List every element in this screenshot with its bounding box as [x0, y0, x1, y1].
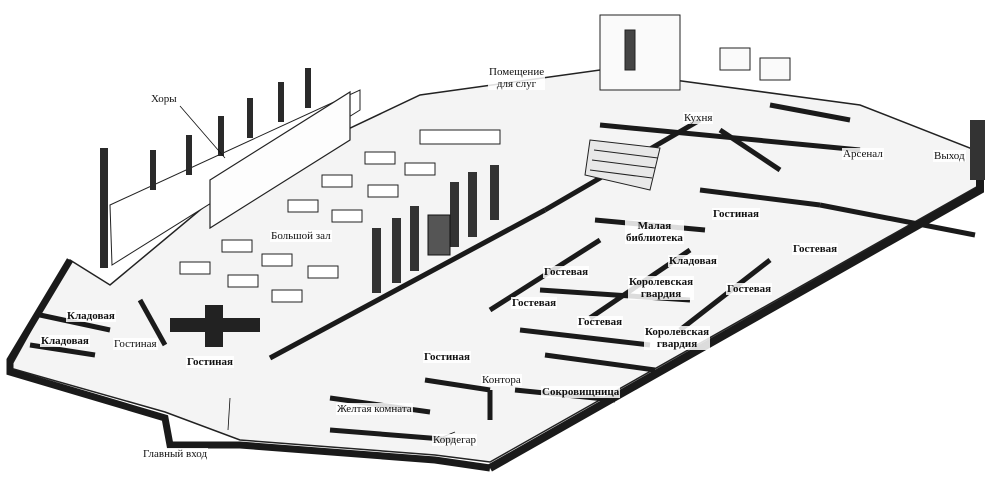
label-guest-room-right: Гостевая: [792, 243, 839, 255]
drawing-room-pillar: [170, 305, 260, 347]
label-royal-guard-1: Королевская гвардия: [628, 276, 695, 300]
label-small-library: Малая библиотека: [625, 220, 684, 244]
label-exit: Выход: [933, 150, 966, 162]
label-drawing-room-bottom: Гостиная: [186, 356, 234, 368]
label-guest-room-1: Гостевая: [543, 266, 590, 278]
label-kitchen: Кухня: [683, 112, 714, 124]
label-guest-room-3: Гостевая: [511, 297, 558, 309]
label-yellow-room: Желтая комната: [336, 403, 413, 415]
label-arsenal: Арсенал: [842, 148, 884, 160]
floor-slab: [8, 69, 981, 463]
label-drawing-room-top: Гостиная: [712, 208, 760, 220]
label-guardhouse: Кордегар: [432, 434, 478, 446]
label-great-hall: Большой зал: [270, 230, 332, 242]
label-main-entrance: Главный вход: [142, 448, 209, 460]
hall-tables: [179, 129, 501, 303]
label-office: Контора: [481, 374, 522, 386]
label-servants-room: Помещение для слуг: [488, 66, 546, 90]
kitchen-tower: [599, 14, 791, 91]
label-choir: Хоры: [150, 93, 178, 105]
arcade-columns: [372, 165, 499, 293]
label-guest-room-2: Гостевая: [726, 283, 773, 295]
choir-wall: [209, 90, 351, 230]
label-royal-guard-2: Королевская гвардия: [644, 326, 711, 350]
outer-wall-left: [6, 258, 491, 472]
staircase: [584, 139, 661, 191]
fireplace: [427, 214, 451, 256]
label-pantry-left-1: Кладовая: [66, 310, 116, 322]
label-pantry-mid: Кладовая: [668, 255, 718, 267]
choir-columns: [100, 68, 311, 268]
label-pantry-left-2: Кладовая: [40, 335, 90, 347]
exit-tower: [970, 120, 985, 180]
label-guest-room-4: Гостевая: [577, 316, 624, 328]
label-drawing-room-mid: Гостиная: [423, 351, 471, 363]
label-treasury: Сокровищница: [541, 386, 621, 398]
label-drawing-room-left: Гостиная: [113, 338, 158, 350]
